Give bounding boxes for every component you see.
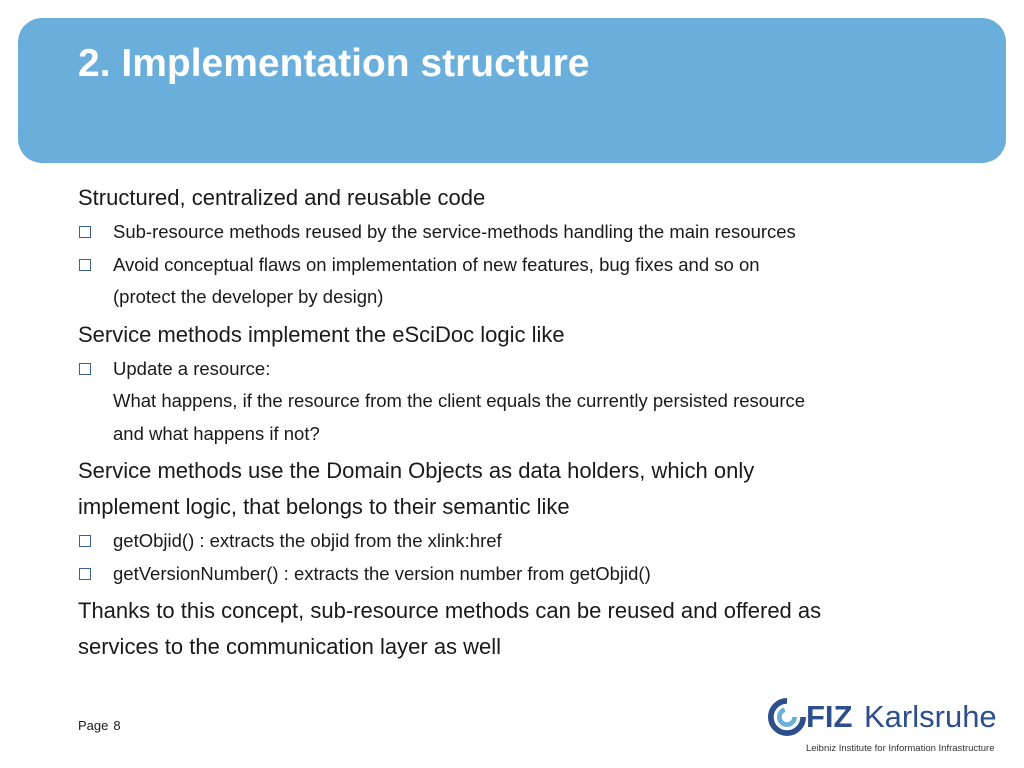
list-item: Avoid conceptual flaws on implementation… — [78, 249, 978, 282]
bullet-text: Update a resource: — [113, 357, 271, 379]
logo-fiz-text: FIZ — [806, 699, 853, 734]
fiz-karlsruhe-logo: FIZ Karlsruhe Leibniz Institute for Info… — [768, 698, 997, 758]
section3-heading-line2: implement logic, that belongs to their s… — [78, 494, 570, 519]
page-number-value: 8 — [113, 718, 121, 733]
bullet-text: Sub-resource methods reused by the servi… — [113, 221, 796, 242]
page-number: Page 8 — [78, 718, 121, 733]
title-banner: 2. Implementation structure — [18, 18, 1006, 163]
logo-subtitle: Leibniz Institute for Information Infras… — [806, 743, 995, 754]
slide-body: Structured, centralized and reusable cod… — [78, 180, 978, 665]
square-bullet-icon — [79, 567, 91, 580]
square-bullet-icon — [79, 535, 91, 547]
section3-heading-line1: Service methods use the Domain Objects a… — [78, 458, 755, 483]
fiz-swirl-icon — [768, 698, 806, 736]
square-bullet-icon — [79, 226, 91, 238]
page-title: 2. Implementation structure — [78, 42, 590, 85]
logo-karlsruhe-text: Karlsruhe — [864, 699, 997, 734]
section4-line2: services to the communication layer as w… — [78, 634, 502, 659]
bullet-continuation: (protect the developer by design) — [113, 286, 384, 307]
square-bullet-icon — [79, 258, 91, 271]
bullet-continuation: and what happens if not? — [113, 422, 320, 444]
section4-line1: Thanks to this concept, sub-resource met… — [78, 598, 822, 623]
list-item: getObjid() : extracts the objid from the… — [78, 525, 978, 558]
list-item: Update a resource: — [78, 353, 978, 386]
bullet-text: getObjid() : extracts the objid from the… — [113, 530, 502, 551]
list-item: Sub-resource methods reused by the servi… — [78, 216, 978, 249]
page-label: Page — [78, 718, 109, 733]
section2-heading: Service methods implement the eSciDoc lo… — [78, 321, 565, 347]
bullet-continuation: What happens, if the resource from the c… — [113, 390, 806, 411]
square-bullet-icon — [79, 362, 91, 375]
bullet-text: Avoid conceptual flaws on implementation… — [113, 253, 760, 275]
section1-heading: Structured, centralized and reusable cod… — [78, 185, 486, 210]
bullet-text: getVersionNumber() : extracts the versio… — [113, 562, 651, 584]
list-item: getVersionNumber() : extracts the versio… — [78, 558, 978, 591]
